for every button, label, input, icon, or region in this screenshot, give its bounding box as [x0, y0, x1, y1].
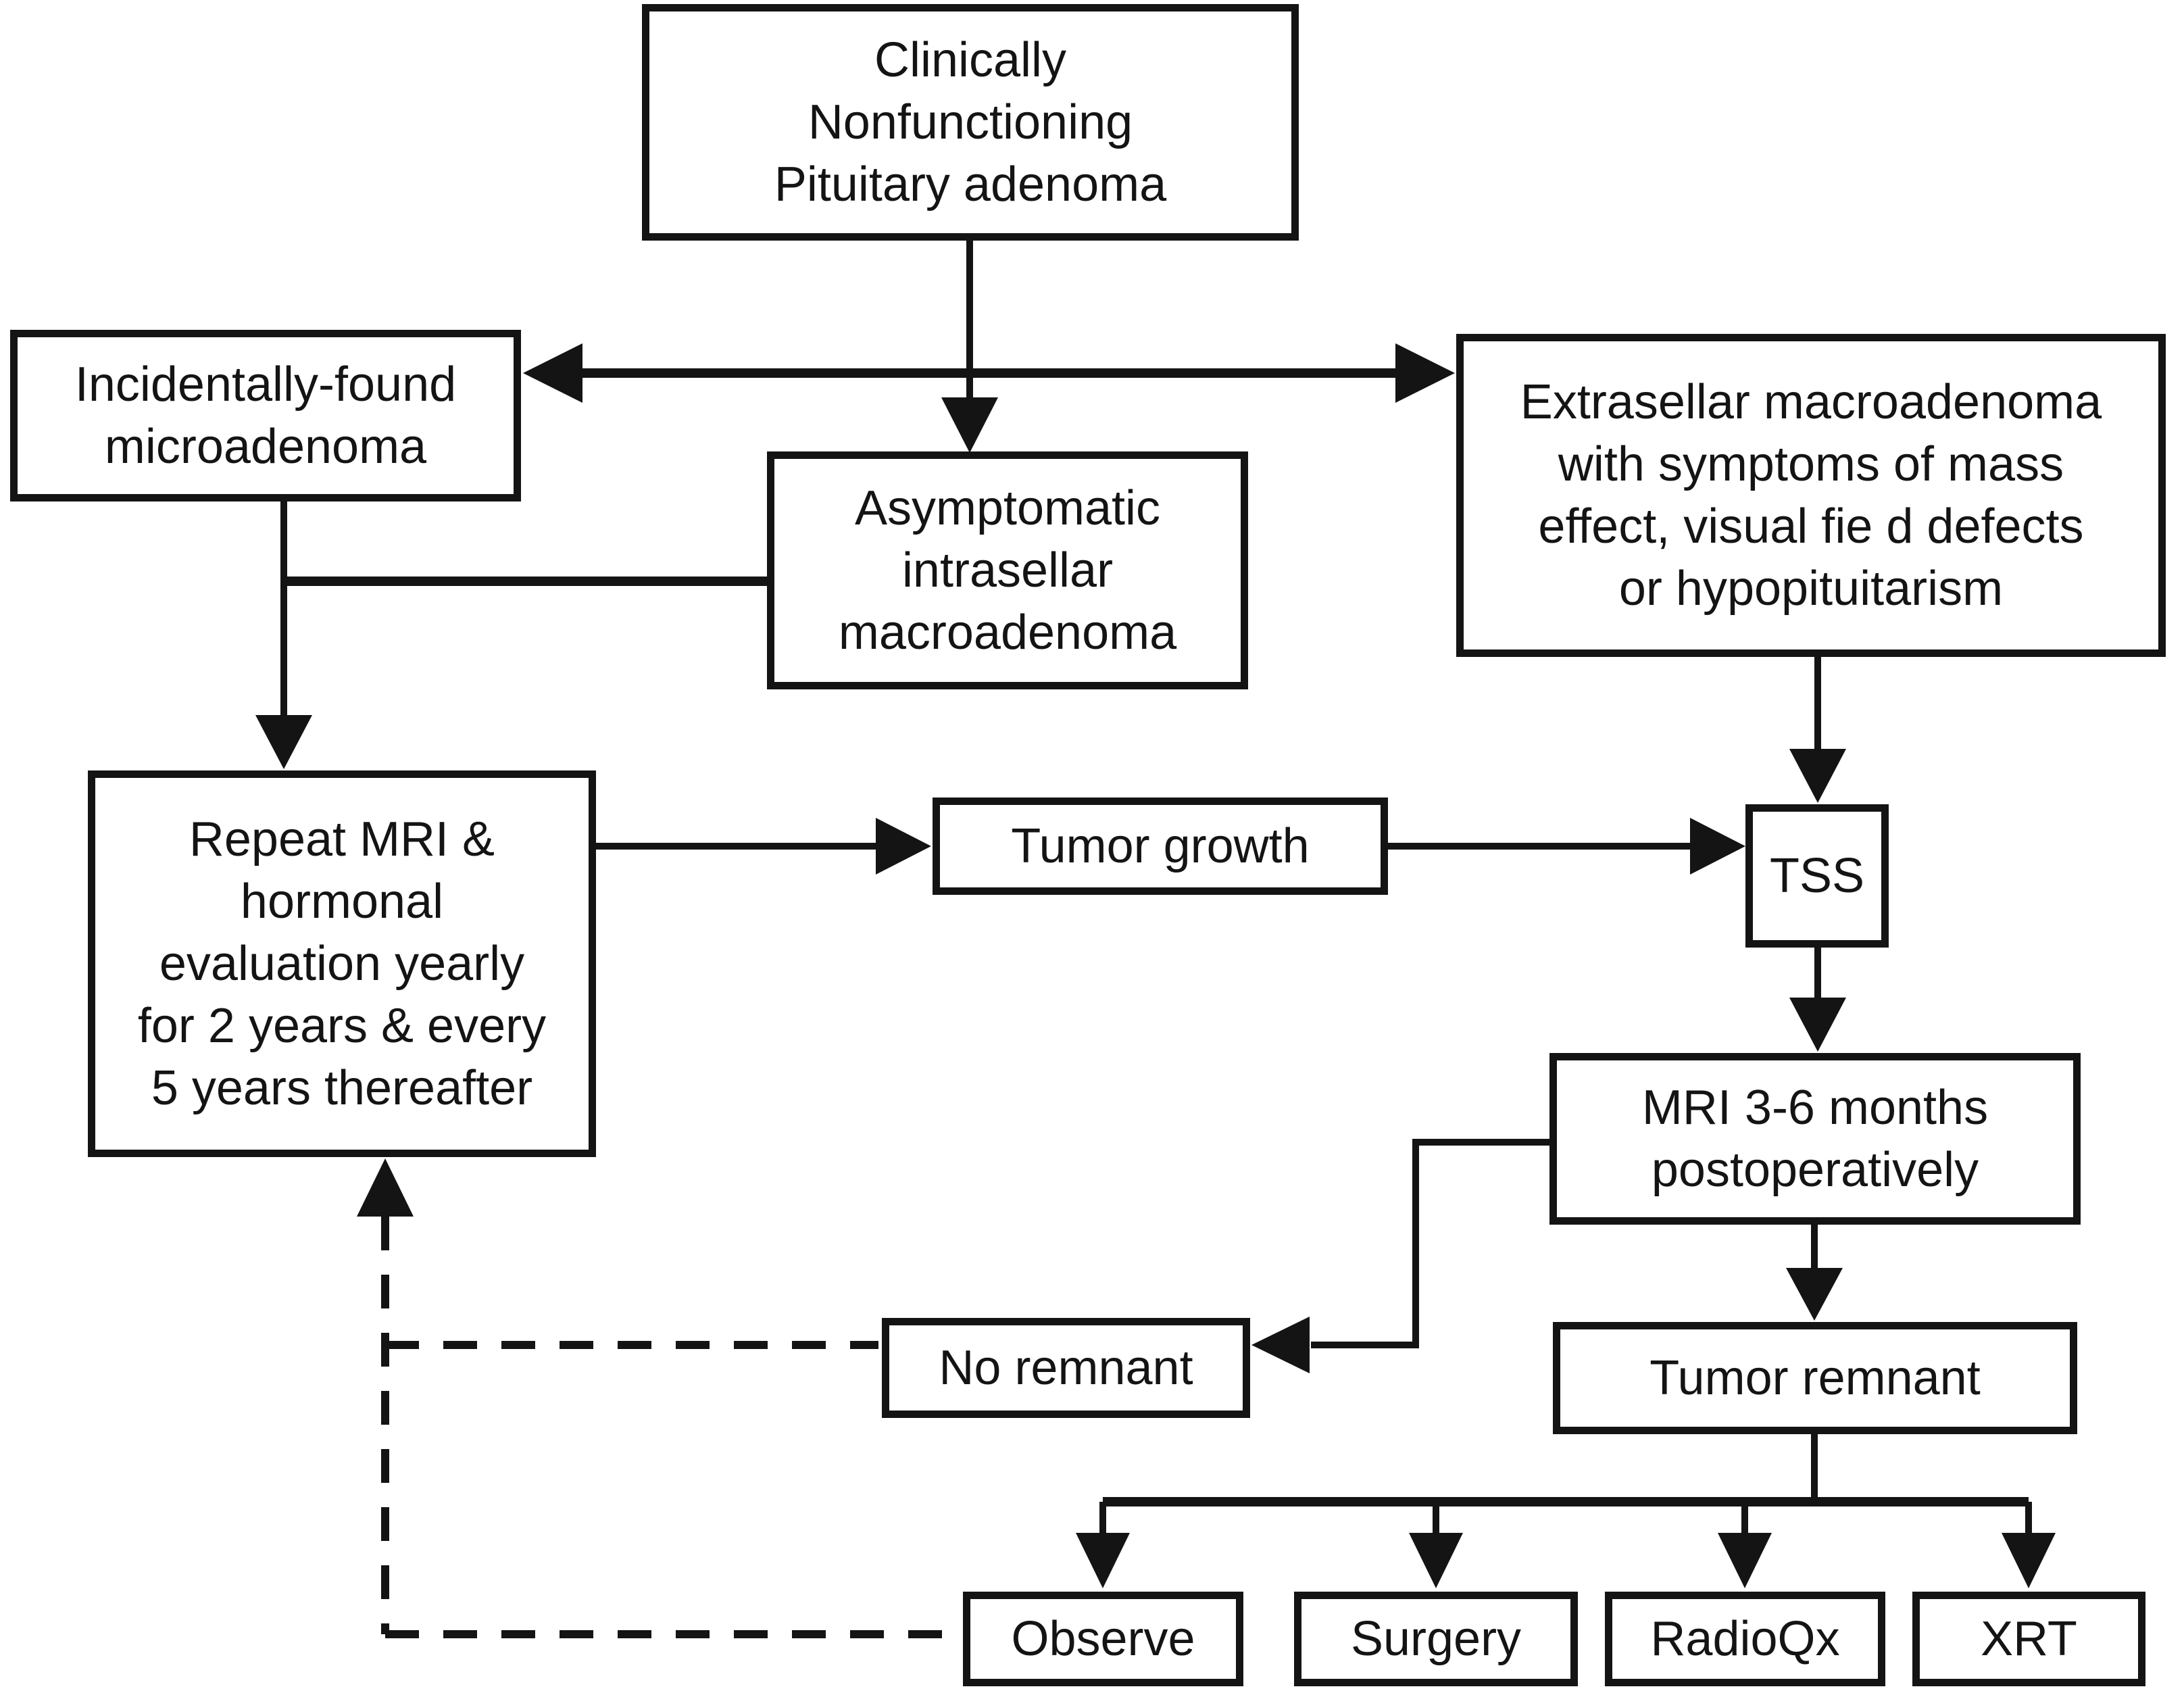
arrow-distribution-to-xrt — [2002, 1502, 2056, 1588]
node-xrt: XRT — [1912, 1592, 2145, 1686]
arrow-top-split-left-right — [523, 343, 1455, 403]
node-radioqx: RadioQx — [1605, 1592, 1885, 1686]
arrow-mri-to-noremnant — [1251, 1139, 1551, 1373]
node-repeat-mri-hormonal-evaluation: Repeat MRI & hormonal evaluation yearly … — [88, 770, 596, 1157]
arrow-growth-to-tss — [1388, 818, 1745, 875]
arrow-tss-to-mri — [1789, 948, 1846, 1052]
node-tss: TSS — [1745, 804, 1889, 948]
arrow-extrasellar-to-tss — [1789, 657, 1846, 803]
node-observe: Observe — [963, 1592, 1243, 1686]
arrow-distribution-to-surgery — [1409, 1502, 1463, 1588]
node-incidentally-found-microadenoma: Incidentally-found microadenoma — [10, 330, 521, 501]
node-tumor-growth: Tumor growth — [933, 798, 1388, 895]
arrow-mri-to-remnant — [1786, 1225, 1843, 1321]
node-mri-3-6-months-postoperatively: MRI 3-6 months postoperatively — [1549, 1053, 2081, 1225]
node-tumor-remnant: Tumor remnant — [1553, 1322, 2077, 1434]
node-extrasellar-macroadenoma: Extrasellar macroadenoma with symptoms o… — [1456, 334, 2166, 657]
node-clinically-nonfunctioning-pituitary-adenoma: Clinically Nonfunctioning Pituitary aden… — [642, 4, 1299, 241]
node-surgery: Surgery — [1294, 1592, 1578, 1686]
node-asymptomatic-intrasellar-macroadenoma: Asymptomatic intrasellar macroadenoma — [767, 451, 1248, 689]
arrow-repeat-to-growth — [596, 818, 931, 875]
arrow-distribution-to-radioqx — [1718, 1502, 1772, 1588]
connector-remnant-to-distribution — [1103, 1434, 2029, 1506]
arrow-feedback-dashed — [357, 1158, 960, 1638]
arrow-incidental-to-repeat — [255, 501, 312, 769]
node-no-remnant: No remnant — [882, 1318, 1250, 1418]
arrow-top-to-asymptomatic — [941, 241, 998, 453]
arrow-distribution-to-observe — [1076, 1502, 1130, 1588]
